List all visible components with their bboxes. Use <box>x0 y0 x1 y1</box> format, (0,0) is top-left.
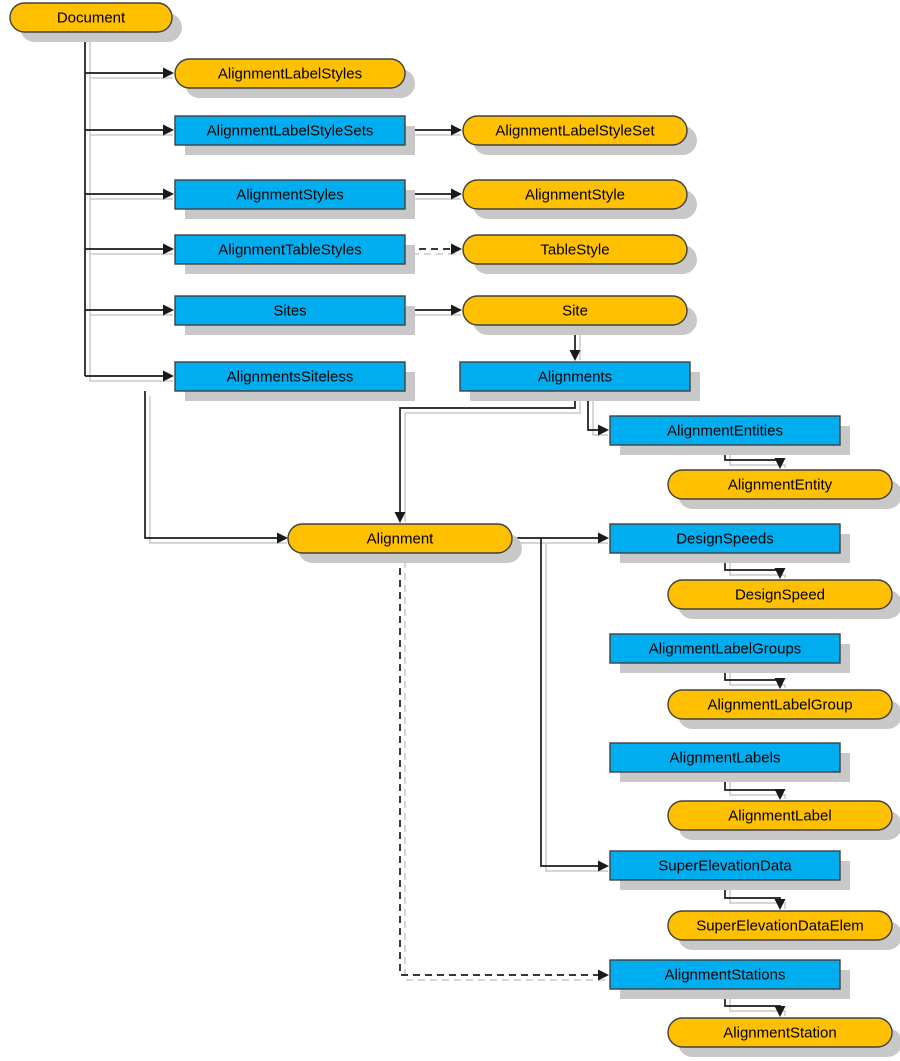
edge-document-to-sites <box>85 304 174 316</box>
node-body[interactable] <box>174 234 406 265</box>
arrowhead <box>163 370 174 382</box>
node-alignmentstation[interactable]: AlignmentStation <box>667 1017 900 1057</box>
node-body[interactable] <box>462 115 688 146</box>
edge-shadow-superelevationdata-to-elem <box>729 885 786 909</box>
node-body[interactable] <box>174 295 406 326</box>
edge-alignmenttablestyles-to-tablestyle <box>407 243 462 255</box>
node-body[interactable] <box>287 523 513 554</box>
edge-shadow-alignment-to-superelevationdata <box>545 543 608 872</box>
arrowhead <box>451 304 462 316</box>
arrowhead <box>163 304 174 316</box>
arrowhead <box>277 532 288 544</box>
node-body[interactable] <box>667 1017 893 1048</box>
arrowhead <box>569 350 581 361</box>
arrowhead <box>163 243 174 255</box>
edge-document-to-alignmentssiteless <box>85 370 174 382</box>
node-alignmententity[interactable]: AlignmentEntity <box>667 469 900 509</box>
edge-shadow-labelgroups-to-labelgroup <box>729 668 786 688</box>
node-body[interactable] <box>462 295 688 326</box>
node-body[interactable] <box>174 179 406 210</box>
arrowhead <box>774 568 786 579</box>
arrowhead <box>598 860 609 872</box>
arrowhead <box>451 124 462 136</box>
edge-alignment-to-alignmentstations <box>399 556 609 981</box>
arrowhead <box>598 969 609 981</box>
arrowhead <box>598 532 609 544</box>
node-body[interactable] <box>609 415 841 446</box>
node-site[interactable]: Site <box>462 295 697 335</box>
node-body[interactable] <box>462 234 688 265</box>
node-body[interactable] <box>174 115 406 146</box>
node-body[interactable] <box>667 689 893 720</box>
arrowhead <box>451 243 462 255</box>
edge-alignment-to-superelevationdata <box>540 538 609 872</box>
node-tablestyle[interactable]: TableStyle <box>462 234 697 274</box>
node-body[interactable] <box>667 469 893 500</box>
arrowhead <box>451 188 462 200</box>
node-sites[interactable]: Sites <box>174 295 415 335</box>
edge-alignment-to-designspeeds <box>512 532 609 544</box>
node-body[interactable] <box>609 959 841 990</box>
node-body[interactable] <box>667 579 893 610</box>
node-alignmentssiteless[interactable]: AlignmentsSiteless <box>174 361 415 401</box>
node-alignments[interactable]: Alignments <box>459 361 700 401</box>
node-alignmentlabelstyleset[interactable]: AlignmentLabelStyleSet <box>462 115 697 155</box>
arrowhead <box>774 458 786 469</box>
node-body[interactable] <box>174 361 406 392</box>
node-alignmentlabelgroup[interactable]: AlignmentLabelGroup <box>667 689 900 729</box>
node-body[interactable] <box>459 361 691 392</box>
arrowhead <box>394 512 406 523</box>
node-alignmentlabelstylesets[interactable]: AlignmentLabelStyleSets <box>174 115 415 155</box>
node-body[interactable] <box>462 179 688 210</box>
edge-document-to-alignmenttablestyles <box>85 243 174 255</box>
edge-document-to-alignmentlabelstyles <box>85 67 174 79</box>
edge-shadow-alignmentssiteless-to-alignment <box>149 396 287 544</box>
edge-shadow-designspeeds-to-designspeed <box>729 558 786 578</box>
node-designspeeds[interactable]: DesignSpeeds <box>609 523 850 563</box>
edge-shadow-alignmentstations-to-station <box>729 994 786 1016</box>
edge-alignments-to-alignmententities <box>587 391 609 436</box>
node-alignment[interactable]: Alignment <box>287 523 522 563</box>
node-body[interactable] <box>609 633 841 664</box>
node-body[interactable] <box>609 523 841 554</box>
arrowhead <box>774 789 786 800</box>
node-document[interactable]: Document <box>9 2 182 42</box>
node-body[interactable] <box>609 850 841 881</box>
edge-shadow-alignment-to-alignmentstations <box>404 561 608 981</box>
arrowhead <box>163 188 174 200</box>
arrowhead <box>163 67 174 79</box>
edge-alignmentssiteless-to-alignment <box>144 391 288 544</box>
edge-document-to-alignmentstyles <box>85 188 174 200</box>
node-designspeed[interactable]: DesignSpeed <box>667 579 900 619</box>
arrowhead <box>598 424 609 436</box>
edge-shadow-labels-to-label <box>729 777 786 799</box>
node-body[interactable] <box>609 742 841 773</box>
node-alignmententities[interactable]: AlignmentEntities <box>609 415 850 455</box>
node-alignmentstyles[interactable]: AlignmentStyles <box>174 179 415 219</box>
arrowhead <box>163 124 174 136</box>
node-alignmentlabels[interactable]: AlignmentLabels <box>609 742 850 782</box>
node-alignmentstations[interactable]: AlignmentStations <box>609 959 850 999</box>
node-alignmentlabelstyles[interactable]: AlignmentLabelStyles <box>174 58 415 98</box>
arrowhead <box>774 899 786 910</box>
edge-shadow-alignments-to-alignment <box>404 396 581 522</box>
edge-document-to-alignmentlabelstylesets <box>85 124 174 136</box>
node-alignmentlabel[interactable]: AlignmentLabel <box>667 800 900 840</box>
node-superelevationdataelem[interactable]: SuperElevationDataElem <box>667 910 900 950</box>
node-body[interactable] <box>174 58 406 89</box>
node-alignmentlabelgroups[interactable]: AlignmentLabelGroups <box>609 633 850 673</box>
edge-shadow-alignments-to-alignmententities <box>592 396 608 436</box>
node-alignmentstyle[interactable]: AlignmentStyle <box>462 179 697 219</box>
node-body[interactable] <box>9 2 173 33</box>
node-body[interactable] <box>667 800 893 831</box>
arrowhead <box>774 678 786 689</box>
arrowhead <box>774 1006 786 1017</box>
node-alignmenttablestyles[interactable]: AlignmentTableStyles <box>174 234 415 274</box>
node-superelevationdata[interactable]: SuperElevationData <box>609 850 850 890</box>
edge-shadow-alignmententities-to-entity <box>729 450 786 468</box>
node-body[interactable] <box>667 910 893 941</box>
